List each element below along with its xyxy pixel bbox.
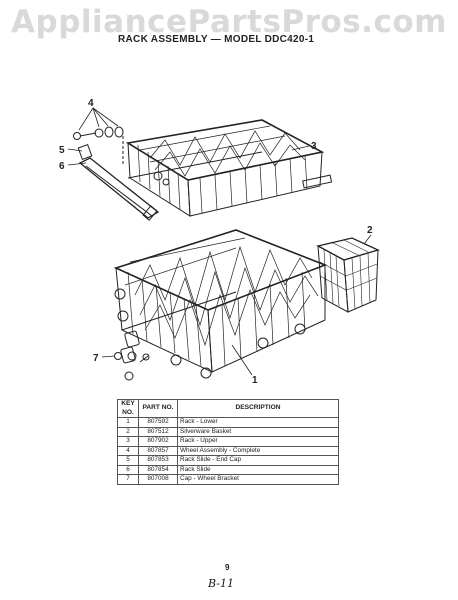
handwritten-note: B-11 — [208, 577, 235, 590]
callout-7: 7 — [93, 353, 99, 364]
header-key-no: KEY NO. — [117, 399, 139, 418]
row-key: 7 — [117, 474, 139, 485]
parts-table: KEY NO. PART NO. DESCRIPTION 1 807592 Ra… — [117, 399, 339, 485]
callout-1: 1 — [252, 375, 258, 386]
row-key: 5 — [117, 455, 139, 466]
parts-table-header: KEY NO. PART NO. DESCRIPTION — [117, 399, 339, 418]
row-part-no: 807592 — [138, 417, 178, 428]
wheel-bracket-cap-drawing — [114, 330, 150, 381]
row-part-no: 807902 — [138, 436, 178, 447]
row-key: 1 — [117, 417, 139, 428]
row-part-no: 807008 — [138, 474, 178, 485]
header-part-no: PART NO. — [138, 399, 178, 418]
row-description: Rack Slide - End Cap — [177, 455, 339, 466]
table-row: 6 807854 Rack Slide — [117, 464, 339, 475]
row-key: 4 — [117, 445, 139, 456]
callout-labels: 4 5 6 3 2 1 7 — [59, 98, 373, 386]
row-description: Silverware Basket — [177, 426, 339, 437]
row-part-no: 807853 — [138, 455, 178, 466]
upper-rack-drawing — [125, 119, 333, 217]
callout-3: 3 — [311, 141, 317, 152]
row-description: Wheel Assembly - Complete — [177, 445, 339, 456]
row-description: Rack Slide — [177, 464, 339, 475]
watermark: AppliancePartsPros.com — [11, 4, 447, 40]
rack-slide-drawing — [77, 144, 160, 221]
row-part-no: 807854 — [138, 464, 178, 475]
row-description: Rack - Lower — [177, 417, 339, 428]
page-title: RACK ASSEMBLY — MODEL DDC420-1 — [118, 34, 315, 45]
leader-lines — [67, 107, 372, 376]
page-number: 9 — [225, 563, 230, 572]
row-description: Cap - Wheel Bracket — [177, 474, 339, 485]
table-row: 4 807857 Wheel Assembly - Complete — [117, 445, 339, 456]
callout-6: 6 — [59, 161, 65, 172]
row-key: 2 — [117, 426, 139, 437]
row-key: 6 — [117, 464, 139, 475]
header-description: DESCRIPTION — [177, 399, 339, 418]
lower-rack-drawing — [113, 229, 328, 379]
wheel-assembly-drawing — [73, 126, 124, 165]
table-row: 1 807592 Rack - Lower — [117, 417, 339, 428]
callout-5: 5 — [59, 145, 65, 156]
row-description: Rack - Upper — [177, 436, 339, 447]
callout-4: 4 — [88, 98, 94, 109]
table-row: 5 807853 Rack Slide - End Cap — [117, 455, 339, 466]
row-key: 3 — [117, 436, 139, 447]
table-row: 3 807902 Rack - Upper — [117, 436, 339, 447]
row-part-no: 807857 — [138, 445, 178, 456]
table-row: 2 807512 Silverware Basket — [117, 426, 339, 437]
row-part-no: 807512 — [138, 426, 178, 437]
table-row: 7 807008 Cap - Wheel Bracket — [117, 474, 339, 485]
callout-2: 2 — [367, 225, 373, 236]
silverware-basket-drawing — [316, 237, 380, 313]
